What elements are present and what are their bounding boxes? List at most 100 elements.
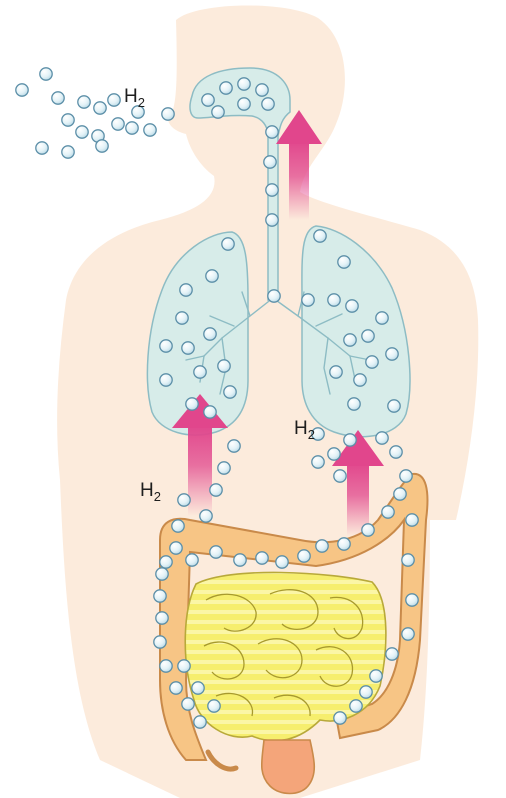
- hydrogen-molecule-bubble: [256, 84, 268, 96]
- hydrogen-molecule-bubble: [144, 124, 156, 136]
- hydrogen-molecule-bubble: [334, 470, 346, 482]
- hydrogen-molecule-bubble: [206, 270, 218, 282]
- hydrogen-molecule-bubble: [78, 96, 90, 108]
- hydrogen-molecule-bubble: [220, 82, 232, 94]
- hydrogen-molecule-bubble: [96, 140, 108, 152]
- hydrogen-molecule-bubble: [112, 118, 124, 130]
- hydrogen-molecule-bubble: [176, 312, 188, 324]
- hydrogen-molecule-bubble: [338, 538, 350, 550]
- hydrogen-molecule-bubble: [338, 256, 350, 268]
- hydrogen-molecule-bubble: [160, 340, 172, 352]
- hydrogen-molecule-bubble: [210, 546, 222, 558]
- hydrogen-molecule-bubble: [186, 398, 198, 410]
- hydrogen-molecule-bubble: [182, 342, 194, 354]
- hydrogen-molecule-bubble: [316, 540, 328, 552]
- hydrogen-molecule-bubble: [348, 398, 360, 410]
- hydrogen-molecule-bubble: [376, 432, 388, 444]
- hydrogen-molecule-bubble: [52, 92, 64, 104]
- hydrogen-molecule-bubble: [218, 462, 230, 474]
- hydrogen-molecule-bubble: [170, 682, 182, 694]
- hydrogen-molecule-bubble: [224, 386, 236, 398]
- hydrogen-molecule-bubble: [344, 434, 356, 446]
- hydrogen-molecule-bubble: [16, 84, 28, 96]
- hydrogen-molecule-bubble: [400, 470, 412, 482]
- hydrogen-molecule-bubble: [212, 106, 224, 118]
- hydrogen-molecule-bubble: [234, 554, 246, 566]
- hydrogen-molecule-bubble: [222, 238, 234, 250]
- hydrogen-molecule-bubble: [228, 440, 240, 452]
- hydrogen-molecule-bubble: [266, 184, 278, 196]
- hydrogen-molecule-bubble: [156, 612, 168, 624]
- hydrogen-molecule-bubble: [62, 146, 74, 158]
- hydrogen-molecule-bubble: [314, 230, 326, 242]
- hydrogen-molecule-bubble: [268, 290, 280, 302]
- hydrogen-molecule-bubble: [386, 648, 398, 660]
- hydrogen-molecule-bubble: [160, 374, 172, 386]
- hydrogen-molecule-bubble: [328, 294, 340, 306]
- hydrogen-molecule-bubble: [334, 712, 346, 724]
- hydrogen-molecule-bubble: [298, 550, 310, 562]
- hydrogen-molecule-bubble: [344, 334, 356, 346]
- hydrogen-molecule-bubble: [266, 214, 278, 226]
- hydrogen-molecule-bubble: [386, 348, 398, 360]
- hydrogen-molecule-bubble: [208, 700, 220, 712]
- hydrogen-molecule-bubble: [346, 300, 358, 312]
- hydrogen-molecule-bubble: [180, 284, 192, 296]
- hydrogen-molecule-bubble: [390, 446, 402, 458]
- hydrogen-molecule-bubble: [366, 356, 378, 368]
- hydrogen-molecule-bubble: [328, 448, 340, 460]
- hydrogen-molecule-bubble: [382, 506, 394, 518]
- hydrogen-molecule-bubble: [312, 456, 324, 468]
- hydrogen-molecule-bubble: [204, 328, 216, 340]
- hydrogen-molecule-bubble: [186, 554, 198, 566]
- hydrogen-molecule-bubble: [360, 686, 372, 698]
- hydrogen-molecule-bubble: [156, 568, 168, 580]
- hydrogen-molecule-bubble: [362, 524, 374, 536]
- hydrogen-molecule-bubble: [354, 374, 366, 386]
- hydrogen-molecule-bubble: [262, 98, 274, 110]
- hydrogen-molecule-bubble: [350, 700, 362, 712]
- rectum: [262, 740, 315, 794]
- hydrogen-molecule-bubble: [192, 682, 204, 694]
- hydrogen-molecule-bubble: [266, 126, 278, 138]
- hydrogen-molecule-bubble: [388, 400, 400, 412]
- hydrogen-molecule-bubble: [406, 514, 418, 526]
- hydrogen-molecule-bubble: [238, 98, 250, 110]
- hydrogen-molecule-bubble: [276, 556, 288, 568]
- hydrogen-molecule-bubble: [394, 488, 406, 500]
- hydrogen-molecule-bubble: [76, 126, 88, 138]
- hydrogen-molecule-bubble: [172, 520, 184, 532]
- hydrogen-molecule-bubble: [402, 628, 414, 640]
- hydrogen-molecule-bubble: [178, 494, 190, 506]
- mouth-h2-label: H2: [124, 86, 145, 110]
- hydrogen-molecule-bubble: [256, 552, 268, 564]
- hydrogen-molecule-bubble: [362, 330, 374, 342]
- hydrogen-molecule-bubble: [210, 484, 222, 496]
- hydrogen-molecule-bubble: [126, 122, 138, 134]
- hydrogen-molecule-bubble: [94, 102, 106, 114]
- hydrogen-molecule-bubble: [376, 312, 388, 324]
- hydrogen-molecule-bubble: [154, 590, 166, 602]
- hydrogen-molecule-bubble: [194, 366, 206, 378]
- hydrogen-molecule-bubble: [162, 108, 174, 120]
- hydrogen-molecule-bubble: [36, 142, 48, 154]
- hydrogen-molecule-bubble: [200, 510, 212, 522]
- hydrogen-molecule-bubble: [202, 94, 214, 106]
- hydrogen-molecule-bubble: [160, 556, 172, 568]
- hydrogen-molecule-bubble: [108, 94, 120, 106]
- hydrogen-molecule-bubble: [154, 636, 166, 648]
- hydrogen-molecule-bubble: [160, 660, 172, 672]
- hydrogen-molecule-bubble: [62, 114, 74, 126]
- hydrogen-molecule-bubble: [370, 670, 382, 682]
- hydrogen-molecule-bubble: [238, 78, 250, 90]
- hydrogen-molecule-bubble: [182, 698, 194, 710]
- hydrogen-molecule-bubble: [264, 156, 276, 168]
- hydrogen-molecule-bubble: [178, 660, 190, 672]
- hydrogen-molecule-bubble: [302, 294, 314, 306]
- hydrogen-molecule-bubble: [204, 406, 216, 418]
- hydrogen-molecule-bubble: [40, 68, 52, 80]
- hydrogen-molecule-bubble: [218, 360, 230, 372]
- hydrogen-molecule-bubble: [330, 366, 342, 378]
- hydrogen-molecule-bubble: [170, 542, 182, 554]
